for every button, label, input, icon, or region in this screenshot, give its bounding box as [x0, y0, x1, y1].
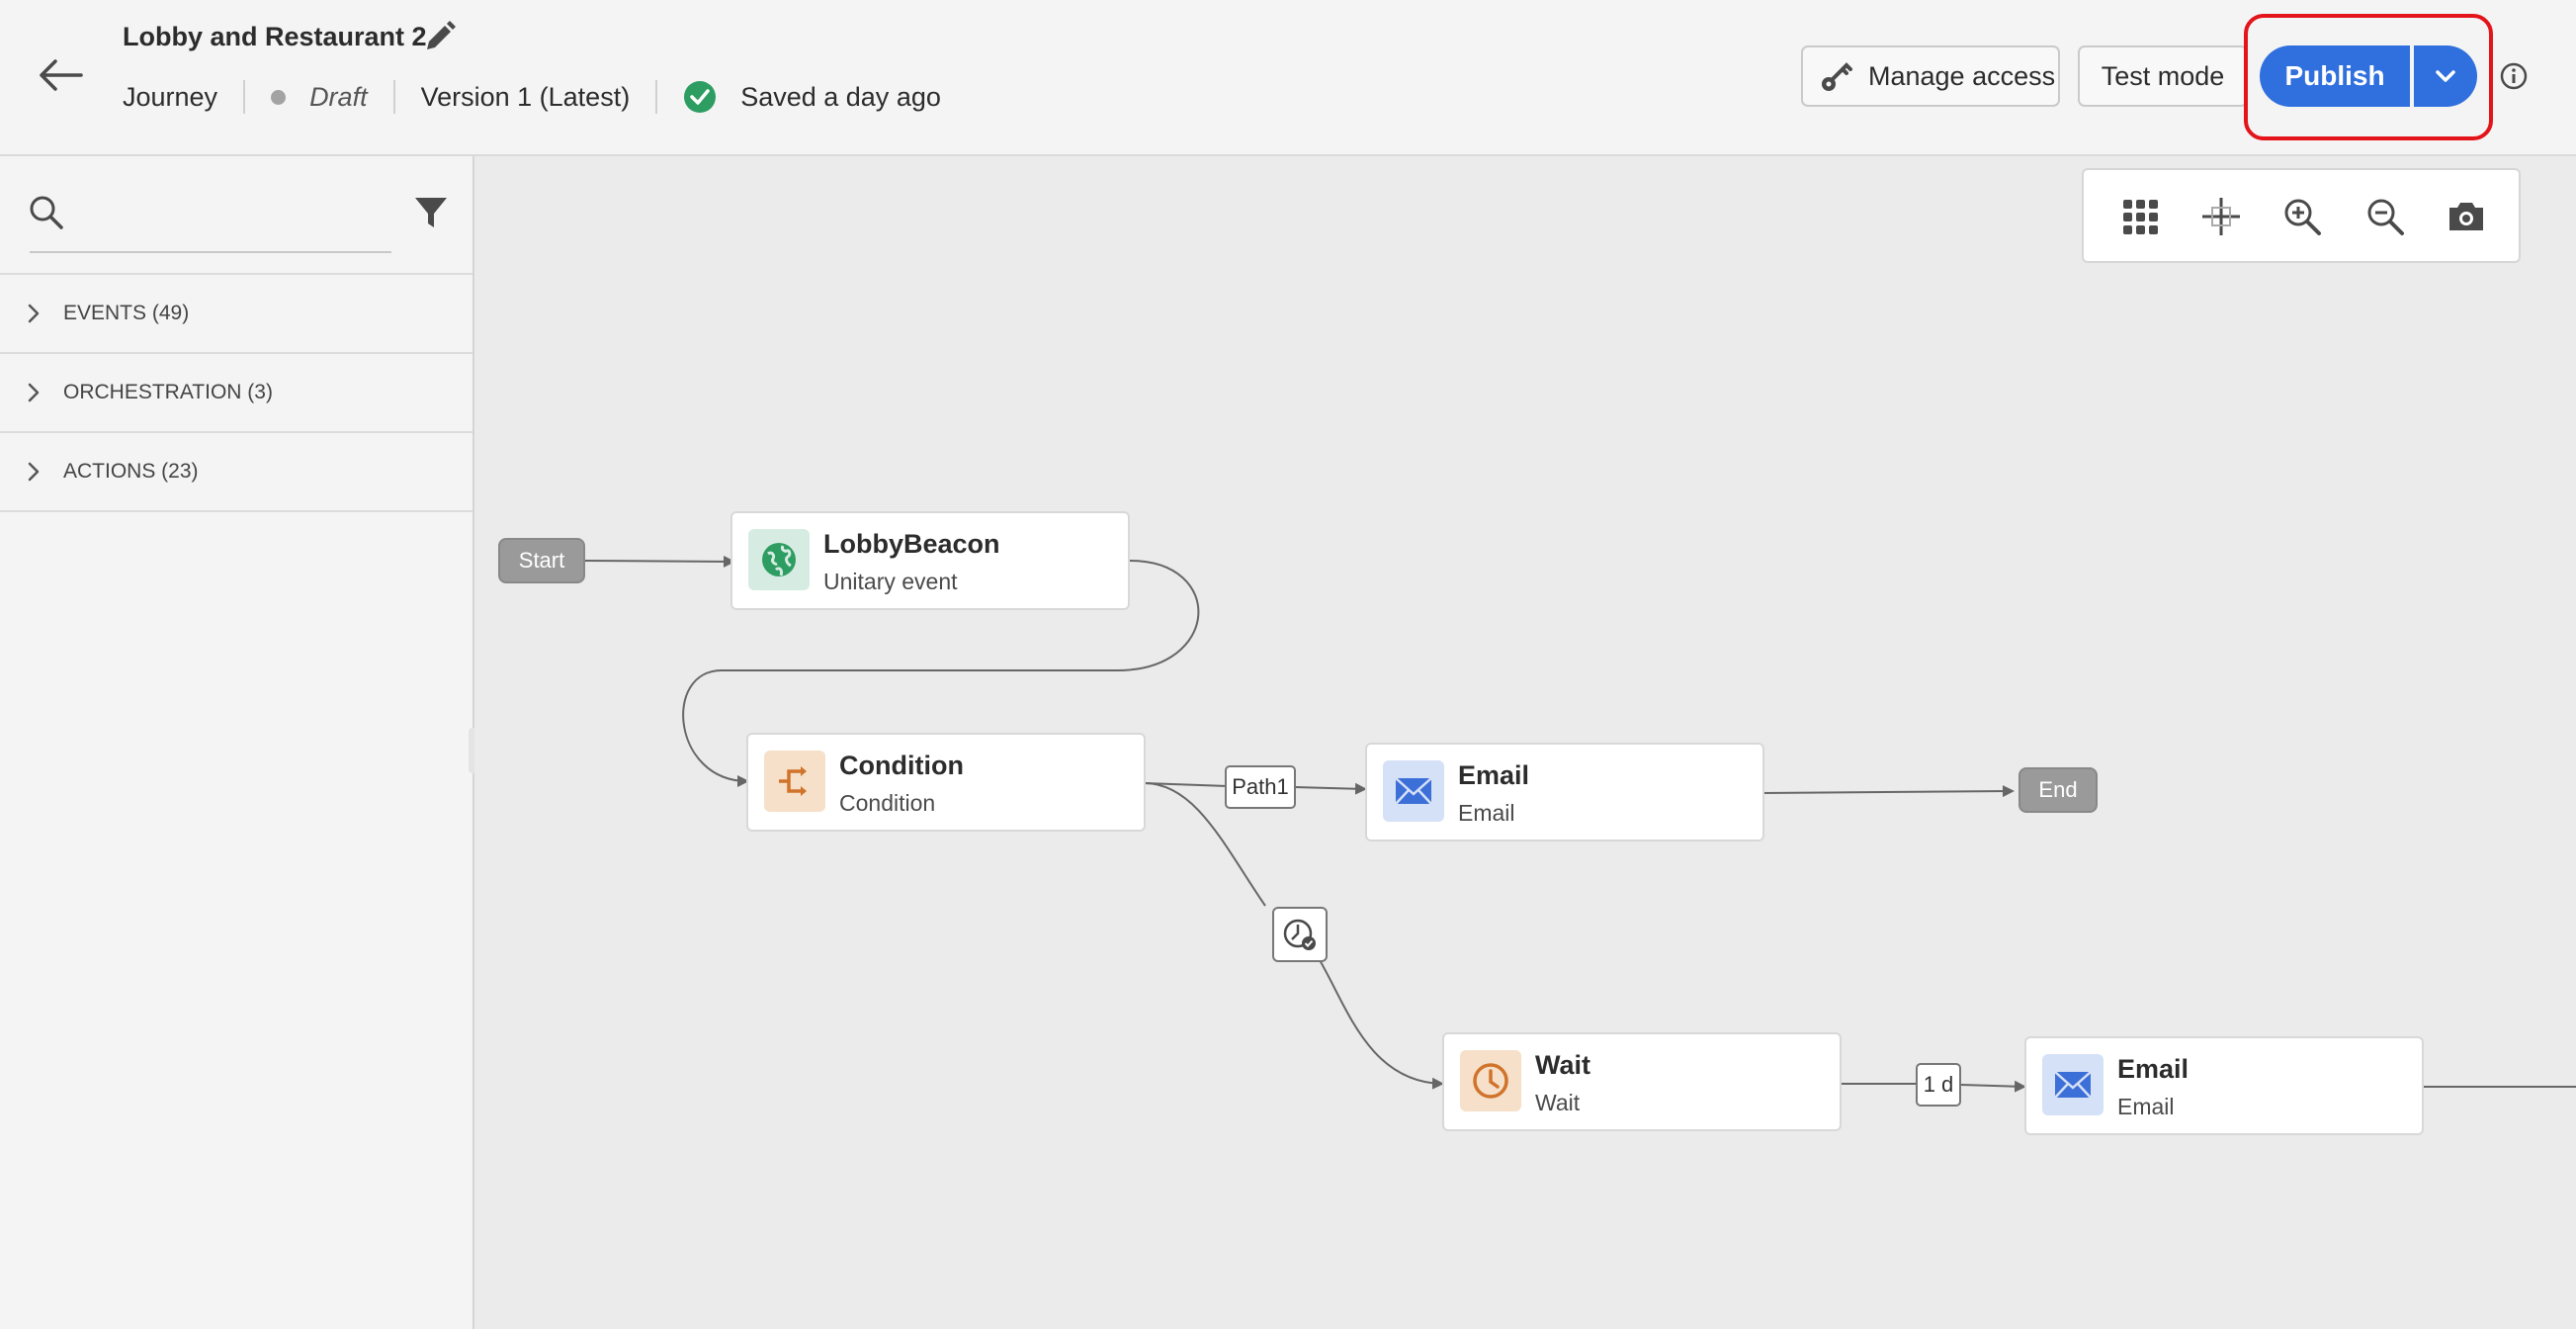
- node-title: LobbyBeacon: [823, 529, 1000, 559]
- path-label-text: Path1: [1232, 774, 1289, 799]
- journey-type: Journey: [123, 81, 218, 112]
- divider: [392, 80, 395, 114]
- category-orchestration[interactable]: ORCHESTRATION (3): [0, 354, 472, 433]
- back-arrow-icon[interactable]: [36, 55, 85, 95]
- key-icon: [1822, 62, 1852, 91]
- checkmark-circle-icon: [684, 81, 717, 113]
- start-label: Start: [518, 548, 565, 573]
- clock-icon: [1460, 1050, 1521, 1111]
- condition-node[interactable]: Condition Condition: [746, 733, 1146, 832]
- manage-access-label: Manage access: [1868, 60, 2056, 91]
- node-title: Wait: [1535, 1050, 1590, 1080]
- wait-duration-label[interactable]: 1 d: [1916, 1063, 1961, 1107]
- pencil-icon[interactable]: [419, 18, 459, 57]
- category-label: ORCHESTRATION (3): [63, 381, 273, 403]
- start-node[interactable]: Start: [498, 538, 585, 583]
- manage-access-button[interactable]: Manage access: [1801, 45, 2060, 107]
- journey-title: Lobby and Restaurant 2: [123, 22, 427, 51]
- email-node-1[interactable]: Email Email: [1365, 743, 1764, 842]
- journey-canvas[interactable]: Start End LobbyBeacon Unitary event Cond…: [474, 156, 2576, 1329]
- search-underline: [30, 251, 391, 253]
- zoom-out-icon[interactable]: [2364, 196, 2406, 237]
- wait-duration-text: 1 d: [1923, 1072, 1954, 1097]
- connection-lines: [584, 555, 2576, 1093]
- search-icon: [30, 196, 63, 229]
- publish-options-button[interactable]: [2414, 45, 2477, 107]
- node-subtitle: Unitary event: [823, 569, 958, 594]
- timeout-clock-icon: [1283, 919, 1316, 950]
- globe-icon: [748, 529, 810, 590]
- publish-label: Publish: [2284, 60, 2385, 91]
- node-title: Email: [1458, 760, 1530, 790]
- category-events[interactable]: EVENTS (49): [0, 275, 472, 354]
- end-label: End: [2038, 777, 2078, 802]
- test-mode-label: Test mode: [2101, 60, 2225, 91]
- wait-node[interactable]: Wait Wait: [1442, 1032, 1842, 1131]
- activity-palette: EVENTS (49) ORCHESTRATION (3) ACTIONS (2…: [0, 156, 474, 1329]
- email-icon: [1383, 760, 1444, 822]
- status-dot: [271, 89, 287, 105]
- condition-icon: [764, 751, 825, 812]
- category-label: ACTIONS (23): [63, 460, 199, 483]
- test-mode-button[interactable]: Test mode: [2078, 45, 2248, 107]
- node-title: Email: [2117, 1054, 2190, 1084]
- grid-icon[interactable]: [2119, 196, 2161, 237]
- search-input[interactable]: [77, 190, 387, 237]
- end-node[interactable]: End: [2018, 767, 2098, 813]
- filter-icon[interactable]: [413, 194, 449, 231]
- email-node-2[interactable]: Email Email: [2024, 1036, 2424, 1135]
- canvas-toolbar: [2082, 168, 2521, 263]
- node-subtitle: Condition: [839, 790, 936, 816]
- chevron-right-icon: [28, 304, 40, 323]
- node-subtitle: Email: [2117, 1094, 2175, 1119]
- event-node-lobbybeacon[interactable]: LobbyBeacon Unitary event: [730, 511, 1130, 610]
- category-label: EVENTS (49): [63, 302, 190, 324]
- fit-icon[interactable]: [2200, 196, 2242, 237]
- chevron-down-icon: [2436, 70, 2455, 82]
- category-actions[interactable]: ACTIONS (23): [0, 433, 472, 512]
- publish-highlight-box: [2244, 14, 2493, 140]
- divider: [655, 80, 658, 114]
- info-icon[interactable]: [2499, 61, 2529, 91]
- node-subtitle: Email: [1458, 800, 1515, 826]
- version-label: Version 1 (Latest): [420, 81, 631, 112]
- node-subtitle: Wait: [1535, 1090, 1581, 1115]
- saved-status: Saved a day ago: [740, 81, 941, 112]
- path-label[interactable]: Path1: [1225, 765, 1296, 809]
- email-icon: [2042, 1054, 2104, 1115]
- camera-icon[interactable]: [2446, 196, 2487, 237]
- timeout-icon[interactable]: [1272, 907, 1328, 962]
- node-title: Condition: [839, 751, 964, 780]
- journey-header: Lobby and Restaurant 2 Journey Draft Ver…: [0, 0, 2576, 156]
- journey-meta: Journey Draft Version 1 (Latest) Saved a…: [123, 77, 941, 117]
- chevron-right-icon: [28, 383, 40, 402]
- status-label: Draft: [309, 81, 368, 112]
- chevron-right-icon: [28, 462, 40, 482]
- zoom-in-icon[interactable]: [2281, 196, 2323, 237]
- publish-button[interactable]: Publish: [2260, 45, 2410, 107]
- divider: [243, 80, 246, 114]
- divider: [0, 273, 472, 275]
